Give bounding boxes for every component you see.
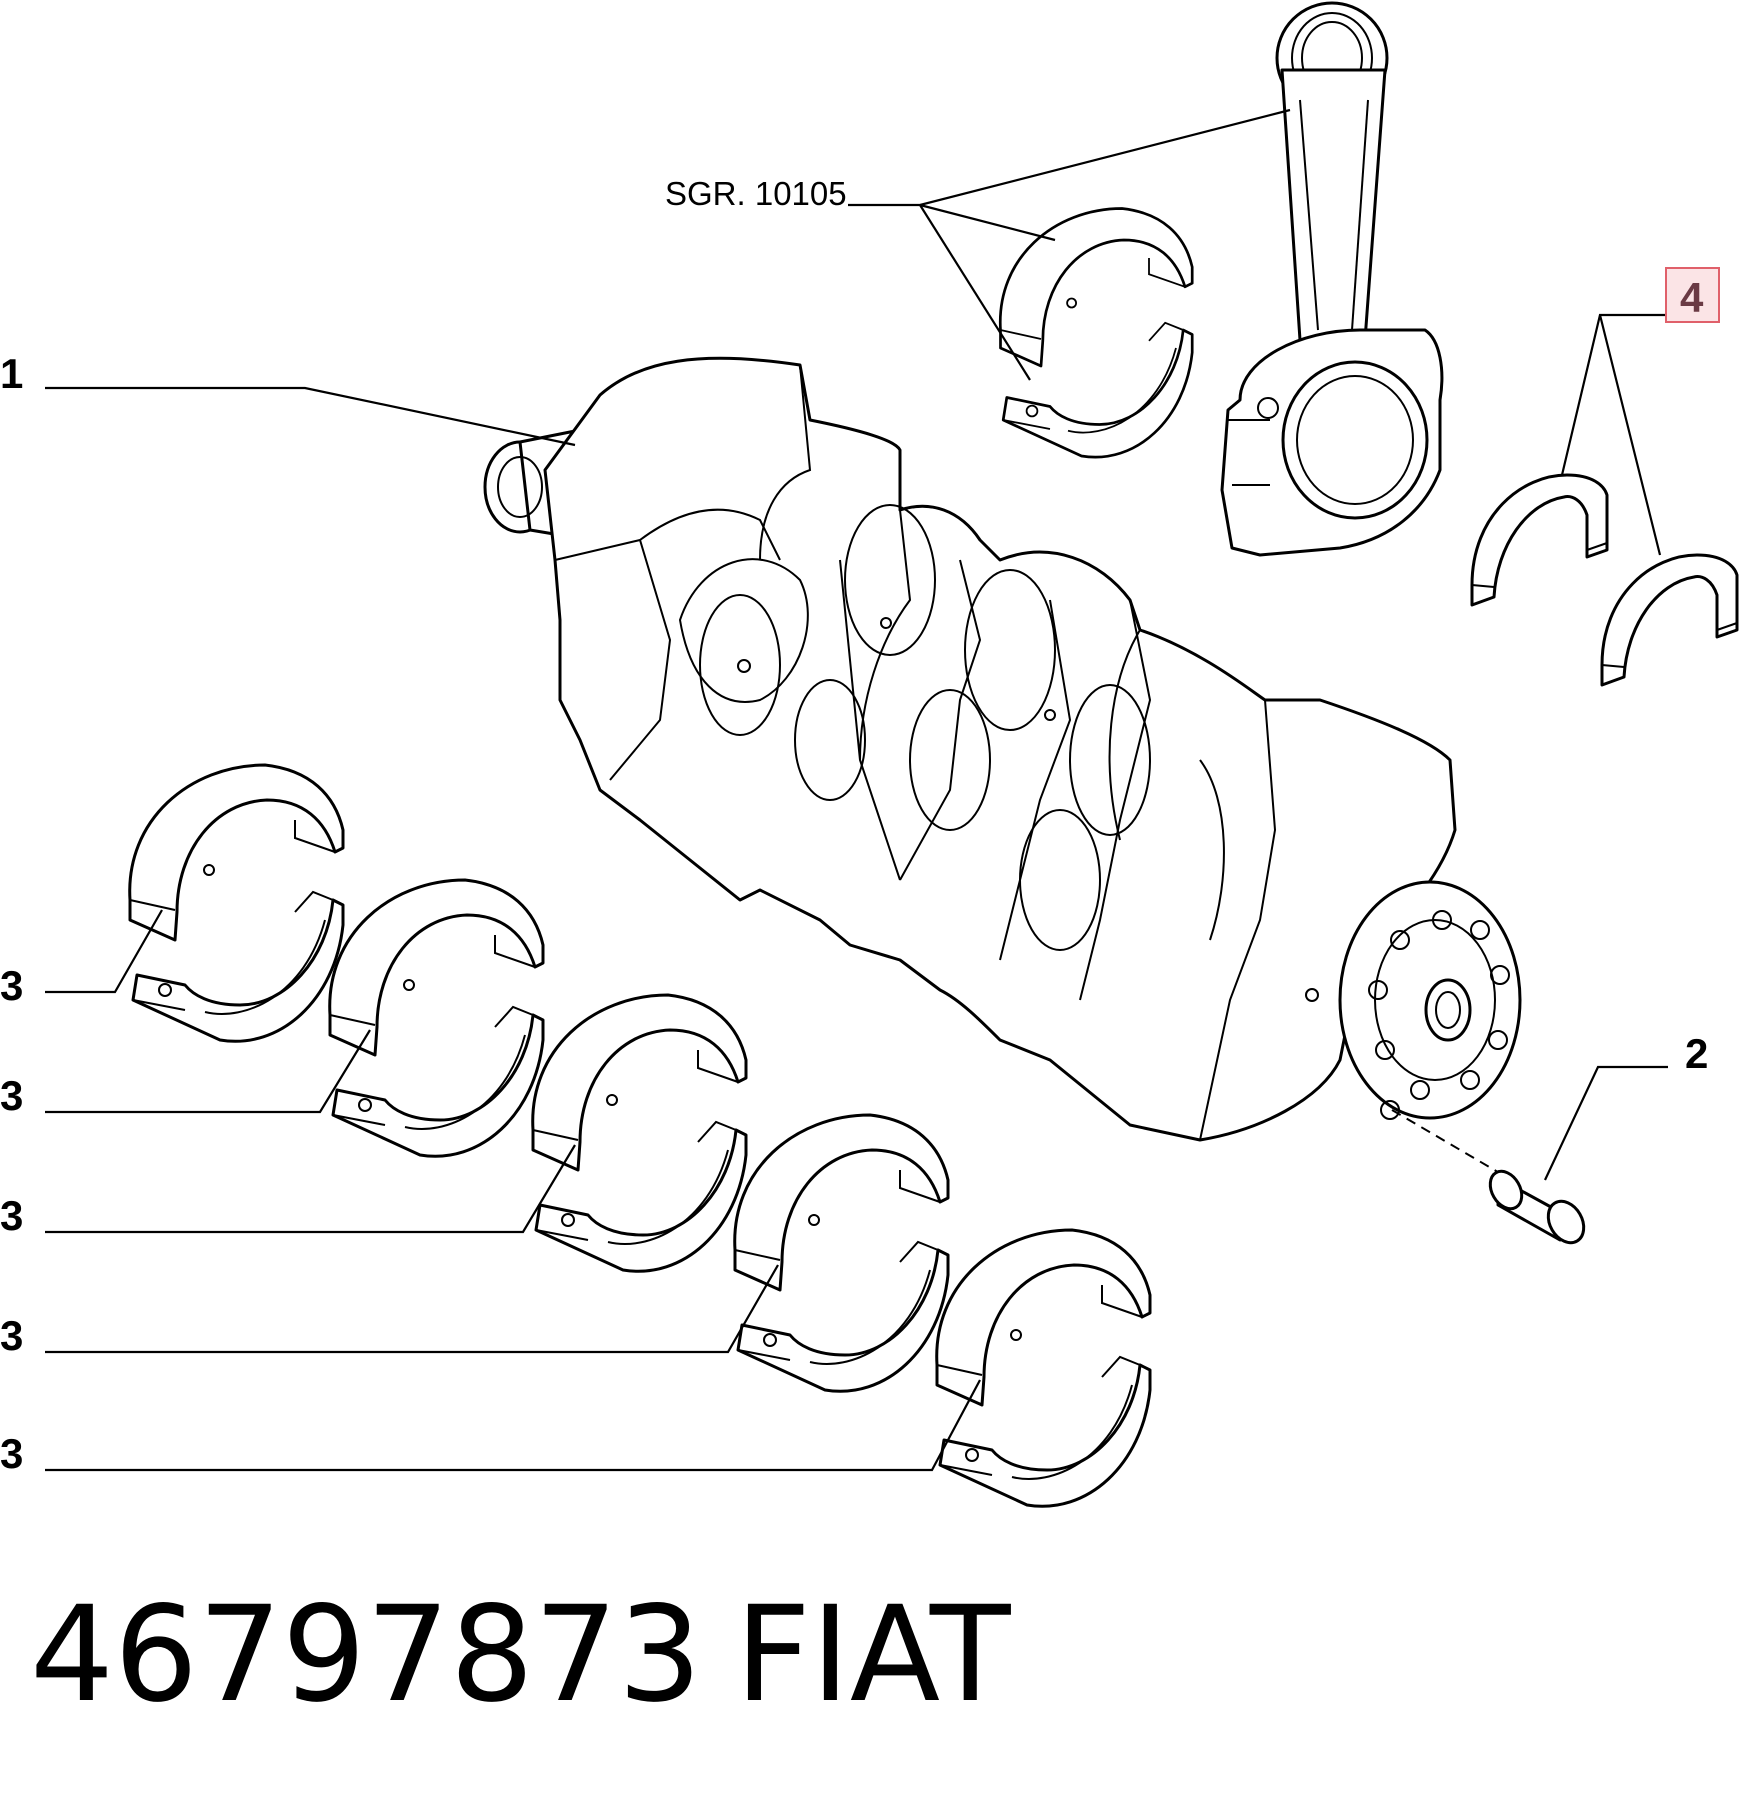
main-bearing-shells-3	[531, 993, 748, 1273]
thrust-washer-upper	[1470, 473, 1609, 607]
callout-main-bearing-3: 3	[0, 1192, 23, 1239]
leader-lines	[45, 108, 1668, 1472]
crankshaft	[483, 356, 1522, 1142]
main-bearing-shells-5	[935, 1228, 1152, 1508]
callout-crankshaft: 1	[0, 350, 23, 397]
conrod-bearing-shells	[998, 207, 1194, 459]
main-bearing-shells-4	[733, 1113, 950, 1393]
connecting-rod	[1220, 1, 1444, 557]
callout-pin: 2	[1685, 1030, 1708, 1077]
part-number: 46797873	[30, 1578, 702, 1732]
dowel-pin	[1391, 1109, 1586, 1245]
callout-main-bearing-5: 3	[0, 1430, 23, 1477]
brand-name: FIAT	[735, 1578, 1012, 1732]
main-bearing-shells-1	[128, 763, 345, 1043]
callout-main-bearing-2: 3	[0, 1072, 23, 1119]
callout-main-bearing-4: 3	[0, 1312, 23, 1359]
callout-main-bearing-1: 3	[0, 962, 23, 1009]
reference-label: SGR. 10105	[665, 175, 847, 212]
main-bearing-shells-2	[328, 878, 545, 1158]
callout-thrust-washer[interactable]: 4	[1680, 274, 1704, 321]
callout-thrust-washer-highlight[interactable]	[1665, 267, 1720, 323]
thrust-washer-lower	[1600, 553, 1739, 687]
